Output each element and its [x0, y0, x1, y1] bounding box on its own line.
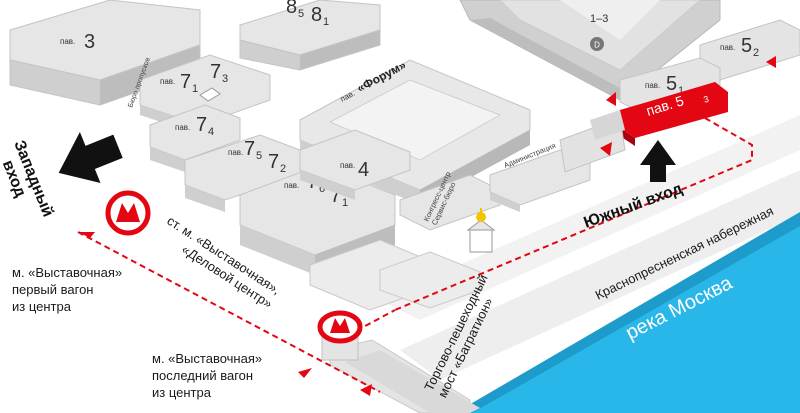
west-entrance-arrow-icon: [58, 131, 123, 183]
route-south-entrance: [394, 117, 753, 311]
arrow-pavilion-5-icon: [766, 56, 776, 68]
pavilion-5-2-number: 5: [741, 35, 752, 57]
first-car-note: м. «Выставочная» первый вагон из центра: [12, 265, 122, 314]
pavilion-1-3[interactable]: 1–3 D: [459, 0, 721, 101]
pass-bureau-arrow-icon: [199, 87, 221, 102]
pavilion-8-5-number: 8: [286, 0, 297, 18]
pavilion-7-3-number: 7: [210, 61, 221, 83]
last-car-line1: м. «Выставочная»: [152, 351, 262, 366]
river-bank: [455, 212, 800, 413]
arrow-gate-icon: [600, 142, 612, 156]
pavilion-7-4-number: 7: [196, 114, 207, 136]
pavilion-5-3-sub: 3: [702, 94, 710, 105]
pavilion-7-5-prefix: пав.: [228, 148, 243, 157]
pavilion-7-1-prefix: пав.: [160, 77, 175, 86]
pavilion-4[interactable]: пав. 4: [299, 129, 411, 200]
pavilion-7-5-sub: 5: [256, 150, 262, 162]
south-gate: [559, 110, 626, 173]
metro-station-bridge[interactable]: [317, 310, 363, 361]
south-entrance-arrow-icon: [640, 140, 676, 182]
metro-station-west[interactable]: [105, 190, 151, 236]
pavilion-7-1-7-3[interactable]: пав. 7 1 7 3: [139, 54, 271, 135]
pavilion-7-5-number: 7: [244, 138, 255, 160]
pavilion-1-3-door-letter: D: [594, 41, 600, 50]
pavilion-7-2-sub: 2: [280, 163, 286, 175]
pavilion-8[interactable]: 8 5 8 1: [239, 0, 381, 71]
pavilion-3[interactable]: пав. 3: [9, 0, 201, 106]
first-car-line2: первый вагон: [12, 282, 93, 297]
pavilion-1-3-door-marker: [590, 37, 604, 51]
pavilion-8-5-sub: 5: [298, 8, 304, 20]
road-upper: [380, 115, 800, 320]
arrow-pavilion-5b-icon: [606, 92, 616, 106]
pavilion-4-number: 4: [358, 159, 369, 181]
arrow-last-car-icon: [298, 368, 312, 378]
pavilion-7-4[interactable]: пав. 7 4: [149, 104, 241, 172]
pavilion-5-3[interactable]: пав. 5 3: [620, 82, 728, 146]
first-car-line3: из центра: [12, 299, 72, 314]
pavilion-7-2-number: 7: [268, 151, 279, 173]
pavilion-8-1-sub: 1: [323, 16, 329, 28]
pavilion-5-2-sub: 2: [753, 47, 759, 59]
last-car-note: м. «Выставочная» последний вагон из цент…: [152, 351, 262, 400]
embankment-road: [400, 170, 800, 380]
pavilion-8-1-number: 8: [311, 4, 322, 26]
bridge-tube: [345, 350, 480, 413]
pavilion-7-4-sub: 4: [208, 126, 214, 138]
pavilion-5-1-prefix: пав.: [645, 81, 660, 90]
arrow-bridge-icon: [360, 384, 372, 396]
pavilion-5-2-prefix: пав.: [720, 43, 735, 52]
pavilion-7-4-prefix: пав.: [175, 123, 190, 132]
pavilion-5-1-number: 5: [666, 73, 677, 95]
pavilion-7-6-prefix: пав.: [284, 181, 299, 190]
chapel: [466, 208, 496, 253]
west-low-buildings: [309, 239, 481, 311]
pavilion-5-1-sub: 1: [678, 85, 684, 97]
last-car-line2: последний вагон: [152, 368, 253, 383]
first-car-line1: м. «Выставочная»: [12, 265, 122, 280]
chapel-dome-icon: [476, 212, 486, 222]
pavilion-7-1-number: 7: [180, 71, 191, 93]
pavilion-7-1b-number: 7: [330, 185, 341, 207]
last-car-line3: из центра: [152, 385, 212, 400]
pavilion-7-6-sub: 6: [319, 183, 325, 195]
route-west-metro: [77, 231, 381, 393]
pavilion-7-3-sub: 3: [222, 73, 228, 85]
pavilion-4-prefix: пав.: [340, 161, 355, 170]
pavilion-7-1-sub: 1: [192, 83, 198, 95]
arrow-first-car-icon: [78, 232, 95, 238]
pavilion-7-1b-sub: 1: [342, 197, 348, 209]
metro-bridge-m-icon: [330, 318, 350, 333]
metro-west-m-icon: [116, 203, 140, 222]
pavilion-3-prefix: пав.: [60, 37, 75, 46]
pavilion-1-3-number: 1–3: [590, 13, 608, 25]
pavilion-3-number: 3: [84, 31, 95, 53]
